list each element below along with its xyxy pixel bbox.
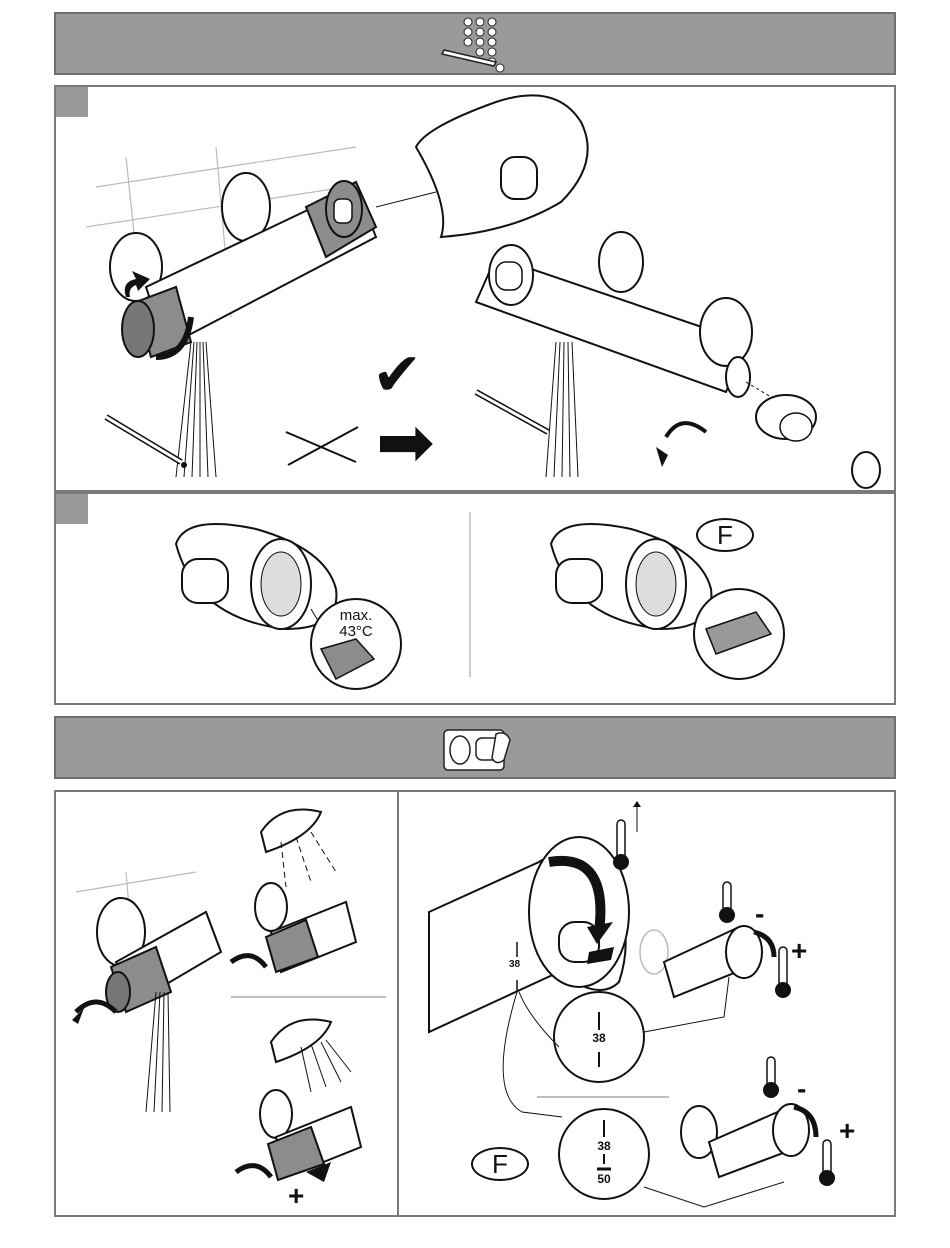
dial-value-38-f: 38 — [594, 1140, 614, 1152]
dial-value-38-zoom: 38 — [589, 1032, 609, 1044]
thermometer-icon — [106, 417, 187, 468]
plus-sign: + — [288, 1182, 304, 1210]
dial-value-50-f: 50 — [594, 1173, 614, 1185]
thermometer-icon-right — [476, 392, 548, 432]
thermometer-mid-cold — [719, 882, 735, 923]
braille-pen-icon — [56, 14, 898, 77]
header-banner-operation — [54, 716, 896, 779]
wrong-mark — [286, 427, 358, 465]
operation-left-illustration — [56, 792, 401, 1219]
plus-sign-top: + — [791, 937, 807, 965]
step2-panel: max. 43°C F — [54, 492, 896, 705]
water-spray — [176, 342, 216, 477]
step1-illustration — [56, 87, 898, 494]
mixer-body-right — [476, 232, 880, 488]
f-variant-label-operation: F — [471, 1147, 529, 1181]
dial-value-38-body: 38 — [509, 960, 520, 970]
minus-sign-bottom: - — [797, 1075, 806, 1103]
hand-operation-icon — [56, 718, 898, 781]
arrow-right-icon: ➡ — [376, 407, 435, 477]
thermometer-low-hot — [819, 1140, 835, 1186]
thermometer-low-cold — [763, 1057, 779, 1098]
minus-sign-top: - — [755, 900, 764, 928]
thermometer-top — [613, 801, 641, 870]
cap-right — [551, 524, 784, 679]
operation-panel-right: 38 38 38 50 - + - + F — [397, 790, 896, 1217]
max-temp-label-line1: max. — [336, 608, 376, 623]
operation-panel-left: + — [54, 790, 399, 1217]
check-mark-icon: ✔ — [372, 345, 422, 405]
f-variant-label: F — [696, 518, 754, 552]
plus-sign-bottom: + — [839, 1117, 855, 1145]
max-temp-label-line2: 43°C — [334, 624, 378, 639]
header-banner-installation — [54, 12, 896, 75]
step2-illustration — [56, 494, 898, 707]
cap-detail-top — [376, 95, 588, 237]
step1-panel: ✔ ➡ — [54, 85, 896, 492]
thermometer-mid-hot — [775, 947, 791, 998]
